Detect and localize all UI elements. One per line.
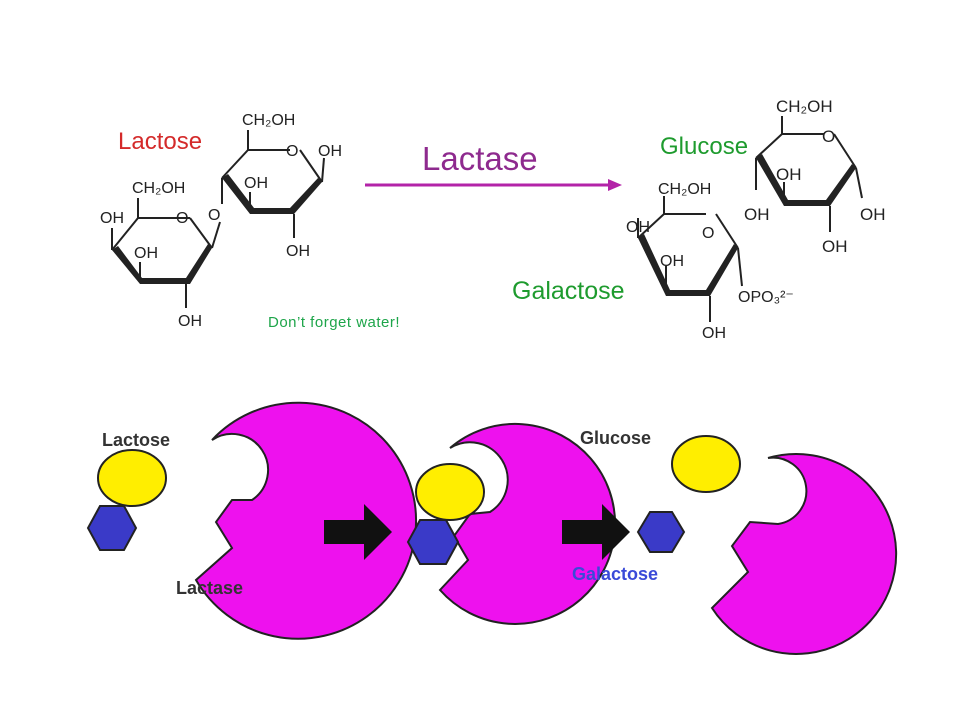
panel-2: [406, 422, 617, 625]
lactose-right-ring-o: O: [286, 143, 298, 160]
galactose-ch2oh: CH₂OH: [658, 181, 711, 198]
panel2-lactase-enzyme: [438, 422, 617, 625]
panel1-galactose-shape: [86, 505, 138, 551]
galactose-molecule: CH₂OH OH O OH OPO₃²⁻ OH: [626, 181, 794, 342]
glucose-oh1: OH: [776, 165, 802, 184]
lactose-left-ring: CH₂OH OH O OH OH O: [100, 180, 221, 330]
lactose-left-ch2oh: CH₂OH: [132, 180, 185, 197]
reaction-arrow: [365, 179, 622, 191]
panel1-lactase-enzyme: [194, 401, 417, 640]
panel3-galactose-label: Galactose: [572, 564, 658, 584]
galactose-oh2: OH: [660, 253, 684, 270]
glucose-oh2: OH: [744, 205, 770, 224]
panel1-lactose-label: Lactose: [102, 430, 170, 450]
panel3-galactose-shape: [636, 511, 686, 553]
lactose-left-ring-o: O: [176, 210, 188, 227]
panel3-glucose-shape: [671, 435, 741, 493]
galactose-oh1: OH: [626, 219, 650, 236]
step-arrow-2: [562, 504, 630, 560]
panel3-glucose-label: Glucose: [580, 428, 651, 448]
glucose-oh4: OH: [822, 237, 848, 256]
lactose-right-oh2: OH: [244, 175, 268, 192]
lactose-left-oh1: OH: [100, 210, 124, 227]
glucose-title: Glucose: [660, 133, 749, 160]
lactose-right-ch2oh: CH₂OH: [242, 112, 295, 129]
panel1-lactase-label: Lactase: [176, 578, 243, 598]
lactose-title: Lactose: [118, 128, 203, 155]
panel2-glucose-shape: [415, 463, 485, 521]
lactose-left-oh2: OH: [134, 245, 158, 262]
galactose-oh3: OH: [702, 325, 726, 342]
lactose-right-oh1: OH: [318, 143, 342, 160]
glucose-ring-o: O: [822, 127, 835, 146]
panel2-galactose-shape: [406, 519, 460, 565]
water-note: Don’t forget water!: [268, 314, 401, 331]
lactose-molecule: CH₂OH OH O OH OH O CH₂OH O OH OH OH: [100, 112, 342, 330]
lactase-title: Lactase: [422, 140, 538, 177]
panel-1: Lactose Lactase: [86, 401, 417, 640]
chemical-structures: CH₂OH OH O OH OH O CH₂OH O OH OH OH: [100, 97, 886, 342]
step-arrow-1: [324, 504, 392, 560]
lactose-right-ring: CH₂OH O OH OH OH: [221, 112, 342, 260]
panel3-lactase-enzyme: [710, 453, 898, 655]
panel-3: Glucose Galactose: [572, 428, 898, 655]
panel1-glucose-shape: [97, 449, 167, 507]
lactose-right-oh3: OH: [286, 243, 310, 260]
galactose-ring-o: O: [702, 225, 714, 242]
galactose-phosphate: OPO₃²⁻: [738, 289, 794, 306]
lactose-left-oh3: OH: [178, 313, 202, 330]
glucose-oh3: OH: [860, 205, 886, 224]
glucose-ch2oh: CH₂OH: [776, 97, 833, 116]
galactose-title: Galactose: [512, 277, 625, 305]
lactose-bridge-o: O: [208, 207, 220, 224]
glucose-molecule: CH₂OH O OH OH OH OH: [744, 97, 886, 256]
